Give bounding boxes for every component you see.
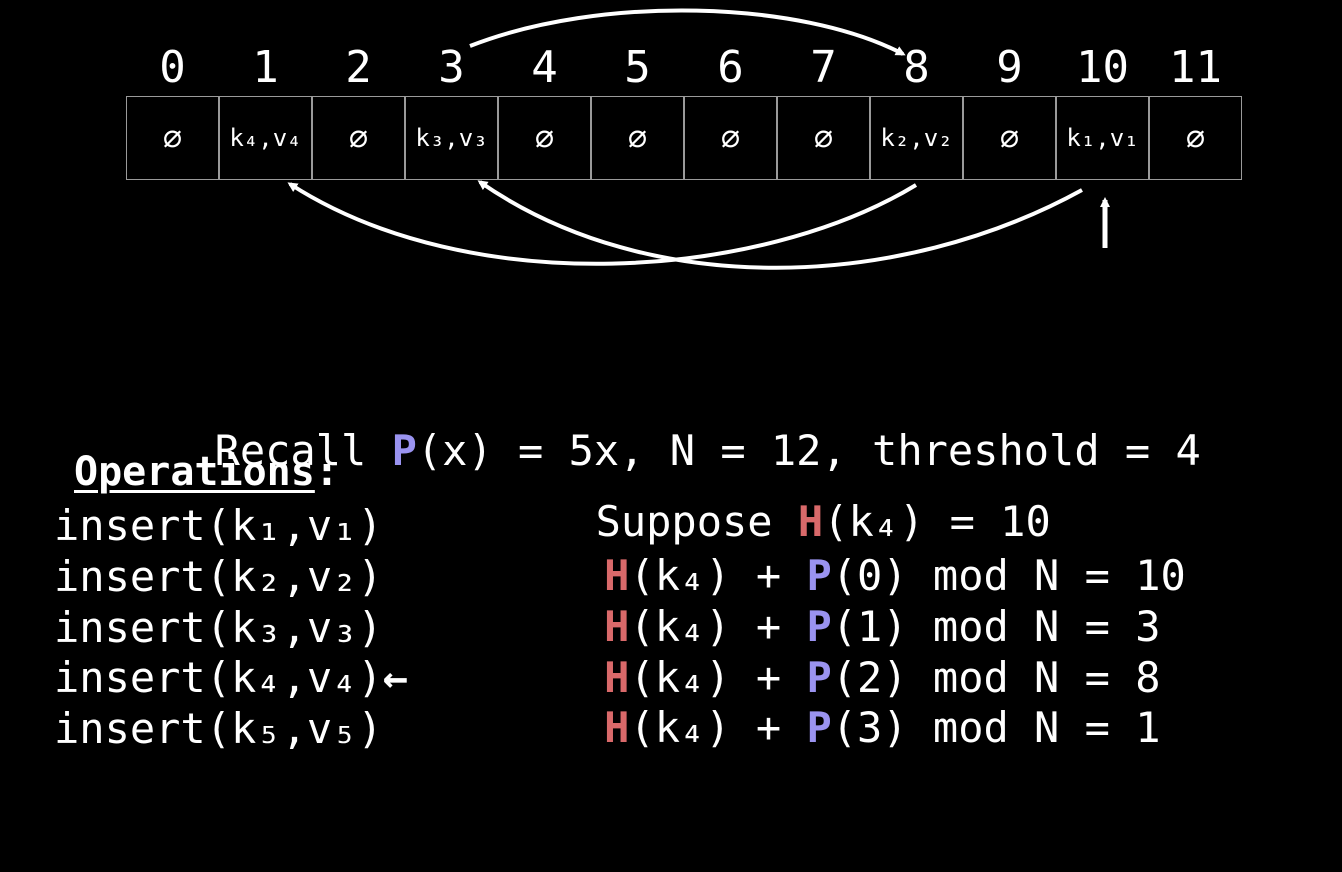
table-cell-8: k₂,v₂ xyxy=(870,96,963,180)
probe-line-P: P xyxy=(806,703,832,752)
index-3: 3 xyxy=(438,42,465,93)
recall-expression: (x) = 5x, N = 12, threshold = 4 xyxy=(416,426,1201,475)
table-cell-11: ∅ xyxy=(1149,96,1242,180)
table-cell-7: ∅ xyxy=(777,96,870,180)
probe-line-H: H xyxy=(604,703,630,752)
recall-line: Recall P(x) = 5x, N = 12, threshold = 4 xyxy=(164,376,1201,476)
current-operation-arrow-icon: ← xyxy=(382,653,409,702)
probe-line-0: H(k₄) + P(0) mod N = 10 xyxy=(503,501,1186,651)
index-5: 5 xyxy=(624,42,651,93)
operation-item-2: insert(k₂,v₂) xyxy=(54,552,383,601)
table-cell-2: ∅ xyxy=(312,96,405,180)
suppose-prefix: Suppose xyxy=(595,497,798,546)
probe-line-rest: (0) mod N = 10 xyxy=(831,551,1186,600)
probe-line-3: H(k₄) + P(3) mod N = 1 xyxy=(503,653,1161,803)
index-7: 7 xyxy=(810,42,837,93)
index-6: 6 xyxy=(717,42,744,93)
probe-line-H: H xyxy=(604,551,630,600)
table-cell-1: k₄,v₄ xyxy=(219,96,312,180)
probe-line-rest: (1) mod N = 3 xyxy=(831,602,1161,651)
index-0: 0 xyxy=(159,42,186,93)
operation-item-3: insert(k₃,v₃) xyxy=(54,603,383,652)
operation-item-5: insert(k₅,v₅) xyxy=(54,704,383,753)
table-cell-5: ∅ xyxy=(591,96,684,180)
probe-line-1: H(k₄) + P(1) mod N = 3 xyxy=(503,552,1161,702)
table-cell-9: ∅ xyxy=(963,96,1056,180)
operation-item-4: insert(k₄,v₄)← xyxy=(54,653,408,703)
probe-fn-P: P xyxy=(391,426,417,475)
recall-prefix: Recall xyxy=(214,426,392,475)
operations-heading-colon: : xyxy=(314,449,339,495)
operations-heading: Operations: xyxy=(74,447,339,497)
index-11: 11 xyxy=(1169,42,1222,93)
probe-line-mid: (k₄) + xyxy=(629,602,807,651)
probe-line-mid: (k₄) + xyxy=(629,551,807,600)
index-9: 9 xyxy=(996,42,1023,93)
table-cell-3: k₃,v₃ xyxy=(405,96,498,180)
suppose-rest: (k₄) = 10 xyxy=(823,497,1051,546)
arrow-8-to-1 xyxy=(287,182,918,266)
probe-line-P: P xyxy=(806,653,832,702)
table-cell-10: k₁,v₁ xyxy=(1056,96,1149,180)
index-1: 1 xyxy=(252,42,279,93)
operation-item-1: insert(k₁,v₁) xyxy=(54,501,383,550)
probe-line-P: P xyxy=(806,551,832,600)
table-cell-4: ∅ xyxy=(498,96,591,180)
index-2: 2 xyxy=(345,42,372,93)
probe-line-mid: (k₄) + xyxy=(629,653,807,702)
probe-line-H: H xyxy=(604,653,630,702)
probe-line-H: H xyxy=(604,602,630,651)
probe-line-rest: (3) mod N = 1 xyxy=(831,703,1161,752)
table-cell-6: ∅ xyxy=(684,96,777,180)
index-10: 10 xyxy=(1076,42,1129,93)
hash-fn-H: H xyxy=(797,497,824,546)
operation-item-4-text: insert(k₄,v₄) xyxy=(54,653,383,702)
probe-line-2: H(k₄) + P(2) mod N = 8 xyxy=(503,603,1161,753)
probe-line-P: P xyxy=(806,602,832,651)
index-4: 4 xyxy=(531,42,558,93)
operations-heading-text: Operations xyxy=(74,449,315,495)
suppose-line: Suppose H(k₄) = 10 xyxy=(545,447,1051,547)
table-cell-0: ∅ xyxy=(126,96,219,180)
probe-line-mid: (k₄) + xyxy=(629,703,807,752)
probe-line-rest: (2) mod N = 8 xyxy=(831,653,1161,702)
index-8: 8 xyxy=(903,42,930,93)
arrow-10-to-3 xyxy=(477,180,1083,270)
